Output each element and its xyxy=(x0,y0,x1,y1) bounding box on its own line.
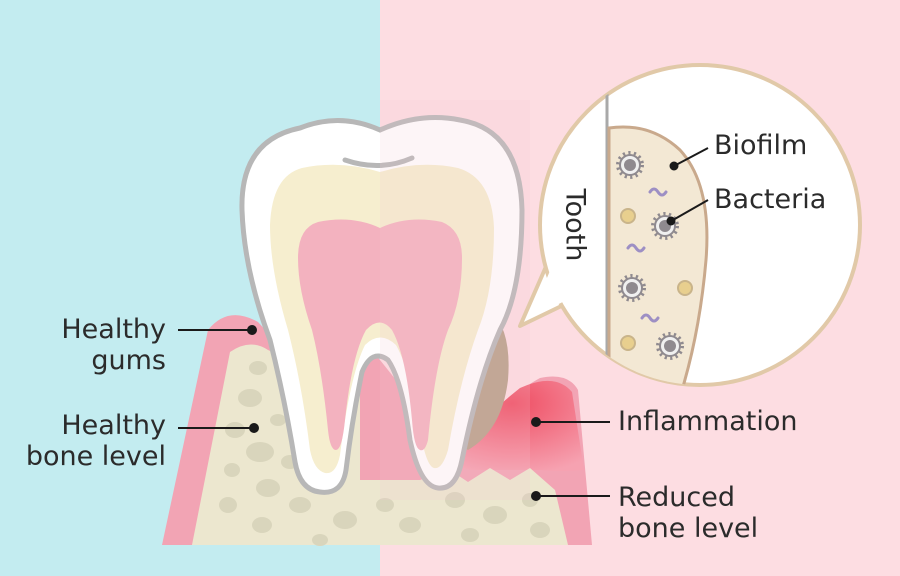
zoom-pointer-cover xyxy=(530,266,575,318)
label-bacteria: Bacteria xyxy=(714,184,827,215)
bone-spots xyxy=(219,361,550,546)
tooth xyxy=(239,115,525,495)
label-inflammation: Inflammation xyxy=(618,406,798,437)
leader-lines xyxy=(178,147,709,501)
label-reduced-bone-level: Reduced bone level xyxy=(618,482,759,544)
bacteria-icon xyxy=(616,151,684,360)
inflamed-gum xyxy=(440,380,584,471)
tooth-occlusal-mark xyxy=(342,155,415,169)
label-healthy-bone-level: Healthy bone level xyxy=(25,410,166,472)
tooth-pulp xyxy=(298,219,462,451)
label-healthy-gums: Healthy gums xyxy=(61,314,166,376)
label-biofilm: Biofilm xyxy=(714,130,808,161)
label-tooth: Tooth xyxy=(559,188,591,262)
spirochete-icon xyxy=(626,187,668,323)
coccus-icon xyxy=(620,208,693,351)
biofilm-layer xyxy=(607,125,709,385)
disease-tint xyxy=(380,100,530,500)
